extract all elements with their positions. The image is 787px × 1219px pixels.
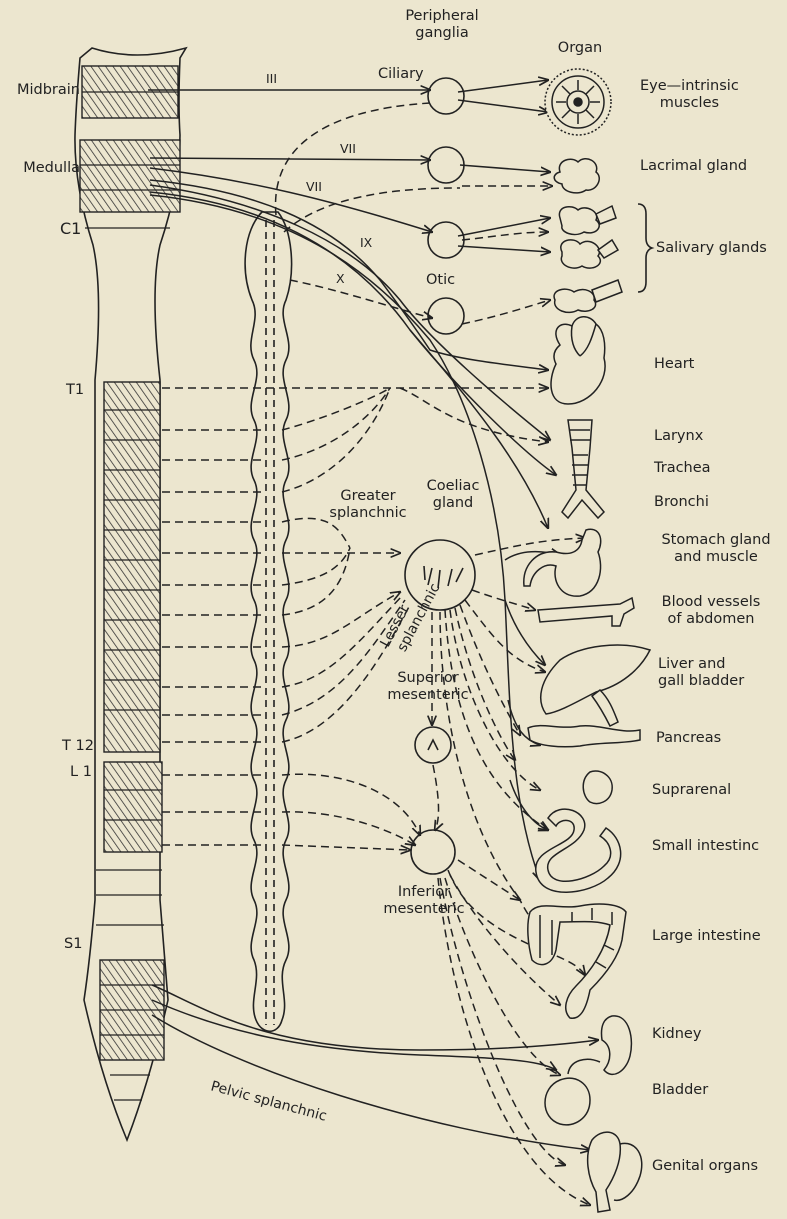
- bladder-icon: [545, 1078, 590, 1125]
- suprarenal-label: Suprarenal: [652, 782, 731, 799]
- kidney-icon: [601, 1016, 631, 1075]
- genital-organs-icon: [588, 1132, 642, 1212]
- kidney-label: Kidney: [652, 1026, 701, 1043]
- sympathetic-chain: [245, 212, 291, 1031]
- liver-label: Liver and gall bladder: [658, 656, 744, 690]
- c1-label: C1: [60, 220, 81, 237]
- lacrimal-gland-label: Lacrimal gland: [640, 158, 747, 175]
- suprarenal-icon: [583, 771, 612, 804]
- eye-label: Eye—intrinsic muscles: [640, 78, 739, 112]
- genital-organs-label: Genital organs: [652, 1158, 758, 1175]
- stomach-label: Stomach gland and muscle: [648, 532, 784, 566]
- small-intestine-label: Small intestinc: [652, 838, 759, 855]
- pancreas-icon: [528, 726, 640, 747]
- blood-vessel-icon: [538, 598, 634, 626]
- heart-label: Heart: [654, 356, 694, 373]
- eye-icon: [545, 69, 611, 135]
- larynx-label: Larynx: [654, 428, 703, 445]
- pancreas-label: Pancreas: [656, 730, 721, 747]
- heart-icon: [551, 317, 605, 404]
- liver-icon: [541, 645, 650, 726]
- trachea-icon: [562, 420, 604, 518]
- midbrain-label: Midbrain: [0, 82, 80, 99]
- t12-label: T 12: [62, 738, 94, 755]
- lacrimal-gland-icon: [554, 159, 599, 193]
- coeliac-gland-label: Coeliac gland: [418, 478, 488, 512]
- s1-label: S1: [64, 936, 82, 953]
- superior-mesenteric-label: Superior mesenteric: [378, 670, 478, 704]
- nerve-vii-a-label: VII: [340, 140, 356, 157]
- medulla-label: Medulla: [0, 160, 80, 177]
- nerve-ix-label: IX: [360, 234, 372, 251]
- l1-label: L 1: [70, 764, 92, 781]
- ganglia-circles: [405, 78, 475, 874]
- stomach-icon: [524, 529, 601, 596]
- salivary-glands-icon: [554, 206, 622, 312]
- peripheral-ganglia-header: Peripheral ganglia: [392, 8, 492, 42]
- lesser-splanchnic-label: Lesser splanchnic: [377, 573, 443, 658]
- organ-header: Organ: [550, 40, 610, 57]
- ciliary-ganglion-label: Ciliary: [378, 66, 424, 83]
- blood-vessels-label: Blood vessels of abdomen: [650, 594, 772, 628]
- dashed-fibres: [162, 103, 590, 1205]
- large-intestine-label: Large intestine: [652, 928, 761, 945]
- inferior-mesenteric-label: Inferior mesenteric: [374, 884, 474, 918]
- salivary-bracket: [638, 204, 652, 292]
- salivary-glands-label: Salivary glands: [656, 240, 767, 257]
- organ-drawings: [524, 69, 650, 1212]
- greater-splanchnic-label: Greater splanchnic: [320, 488, 416, 522]
- t1-label: T1: [66, 382, 84, 399]
- bladder-label: Bladder: [652, 1082, 708, 1099]
- small-intestine-icon: [536, 809, 621, 892]
- otic-ganglion-label: Otic: [426, 272, 455, 289]
- trachea-label: Trachea: [654, 460, 711, 477]
- nerve-vii-b-label: VII: [306, 178, 322, 195]
- bronchi-label: Bronchi: [654, 494, 709, 511]
- nerve-x-label: X: [336, 270, 345, 287]
- nerve-iii-label: III: [266, 70, 277, 87]
